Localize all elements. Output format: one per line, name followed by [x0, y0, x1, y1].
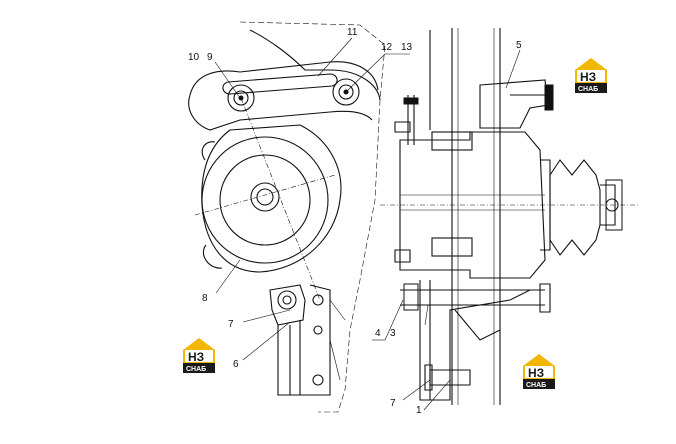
callout-4: 4 [375, 328, 381, 339]
logo-top-text: НЗ [188, 350, 204, 364]
logo-bottom-text: СНАБ [526, 382, 546, 389]
logo-watermark-left: НЗ СНАБ [183, 338, 215, 373]
callout-13: 13 [401, 42, 413, 53]
callout-11: 11 [347, 27, 358, 38]
logo-bottom-text: СНАБ [186, 366, 206, 373]
logo-watermark-top-right: НЗ СНАБ [575, 58, 607, 93]
left-view [188, 21, 386, 413]
callout-9: 9 [207, 52, 213, 63]
callout-labels: 1 3 4 5 6 7 7 8 9 10 11 12 13 [188, 27, 522, 416]
callout-12: 12 [381, 42, 393, 53]
logo-bottom-text: СНАБ [578, 86, 598, 93]
callout-7-left: 7 [228, 319, 234, 330]
callout-10: 10 [188, 52, 200, 63]
logo-watermark-bottom-right: НЗ СНАБ [523, 354, 555, 389]
logo-top-text: НЗ [580, 70, 596, 84]
callout-3: 3 [390, 328, 396, 339]
callout-1: 1 [416, 405, 422, 416]
callout-6: 6 [233, 359, 239, 370]
callout-8: 8 [202, 293, 208, 304]
right-view [380, 28, 640, 405]
leader-lines [214, 37, 521, 411]
logo-top-text: НЗ [528, 366, 544, 380]
callout-5: 5 [516, 40, 522, 51]
callout-7-right: 7 [390, 398, 396, 409]
